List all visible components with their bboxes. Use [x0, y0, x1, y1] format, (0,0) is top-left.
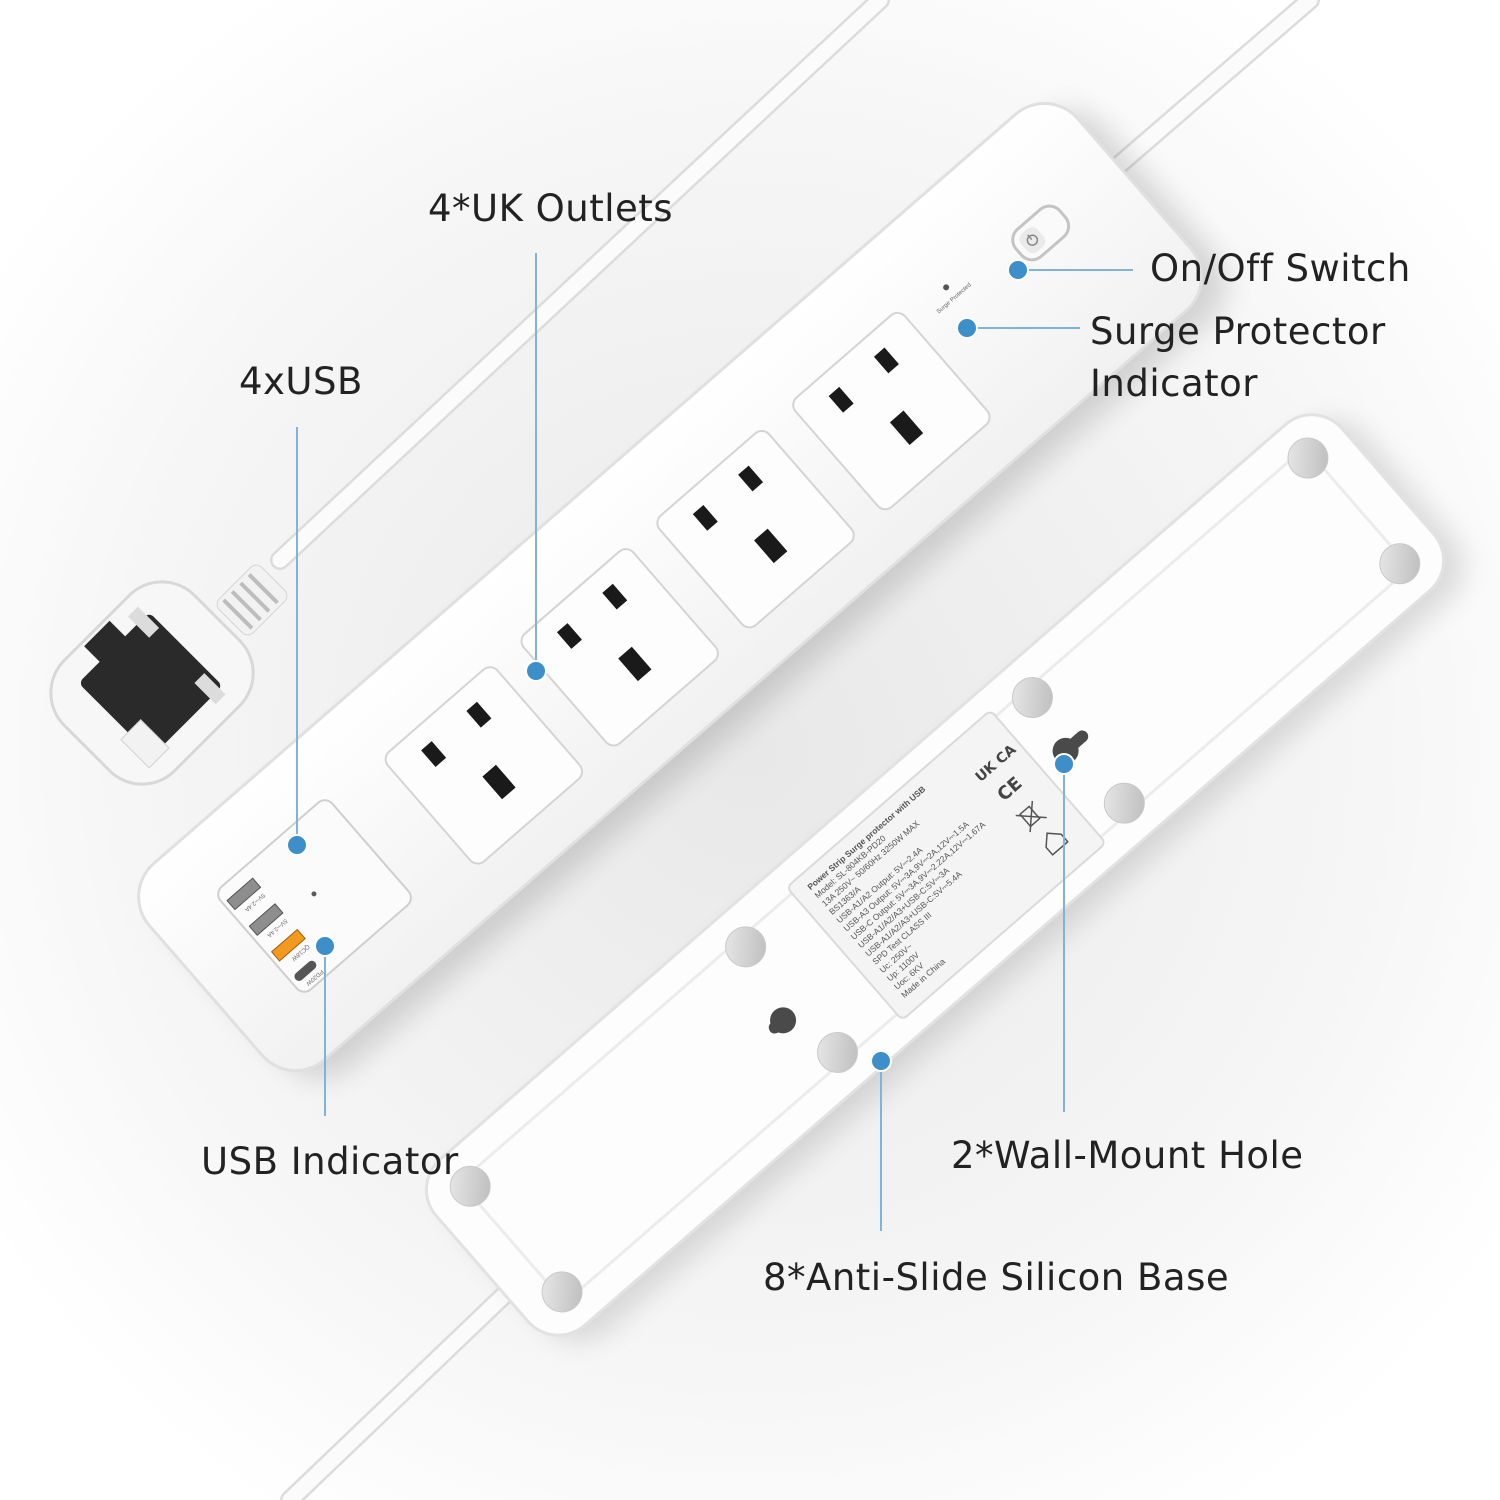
surge-label-line-1: Surge Protector	[1090, 310, 1386, 353]
cable-strain-relief	[216, 564, 288, 636]
usb-label: 4xUSB	[239, 360, 363, 403]
anti-slide-feet	[449, 437, 1421, 1313]
usb-indicator-label: USB Indicator	[201, 1140, 459, 1183]
strip-back-view: Power Strip Surge protector with USB Mod…	[424, 413, 1465, 1341]
usb-indicator-dot	[314, 935, 336, 957]
uk-outlets-label: 4*UK Outlets	[428, 187, 674, 230]
surge-label-line-2: Indicator	[1090, 362, 1259, 405]
switch-label: On/Off Switch	[1150, 247, 1411, 290]
uk-outlet-4[interactable]	[789, 309, 994, 514]
usb-indicator-led	[311, 891, 317, 897]
power-switch[interactable]	[1007, 200, 1074, 265]
power-cables	[270, 0, 1320, 1500]
strip-front-view: 5V⎓2.4A 5V⎓2.4A QC18W PD20W	[137, 101, 1227, 1078]
wall-mount-label: 2*Wall-Mount Hole	[951, 1134, 1304, 1177]
spec-label: Power Strip Surge protector with USB Mod…	[788, 711, 1105, 1019]
wall-mount-dot	[1053, 753, 1075, 775]
usb-panel: 5V⎓2.4A 5V⎓2.4A QC18W PD20W	[217, 799, 412, 993]
switch-dot	[1007, 259, 1029, 281]
weee-bin-icon	[1015, 800, 1047, 833]
surge-dot	[956, 317, 978, 339]
uk-plug	[49, 564, 288, 786]
uk-outlet-1[interactable]	[382, 663, 587, 868]
silicon-base-label: 8*Anti-Slide Silicon Base	[763, 1256, 1230, 1299]
silicon-base-dot	[870, 1050, 892, 1072]
uk-outlet-2[interactable]	[517, 545, 722, 750]
usb-a-port-2[interactable]: 5V⎓2.4A	[248, 903, 289, 943]
uk-outlet-3[interactable]	[653, 427, 858, 632]
power-icon	[1026, 234, 1039, 246]
callout-dots	[286, 259, 1075, 1072]
callout-leaders	[296, 253, 1133, 1231]
usb-dot	[286, 834, 308, 856]
outlet-dot	[525, 660, 547, 682]
